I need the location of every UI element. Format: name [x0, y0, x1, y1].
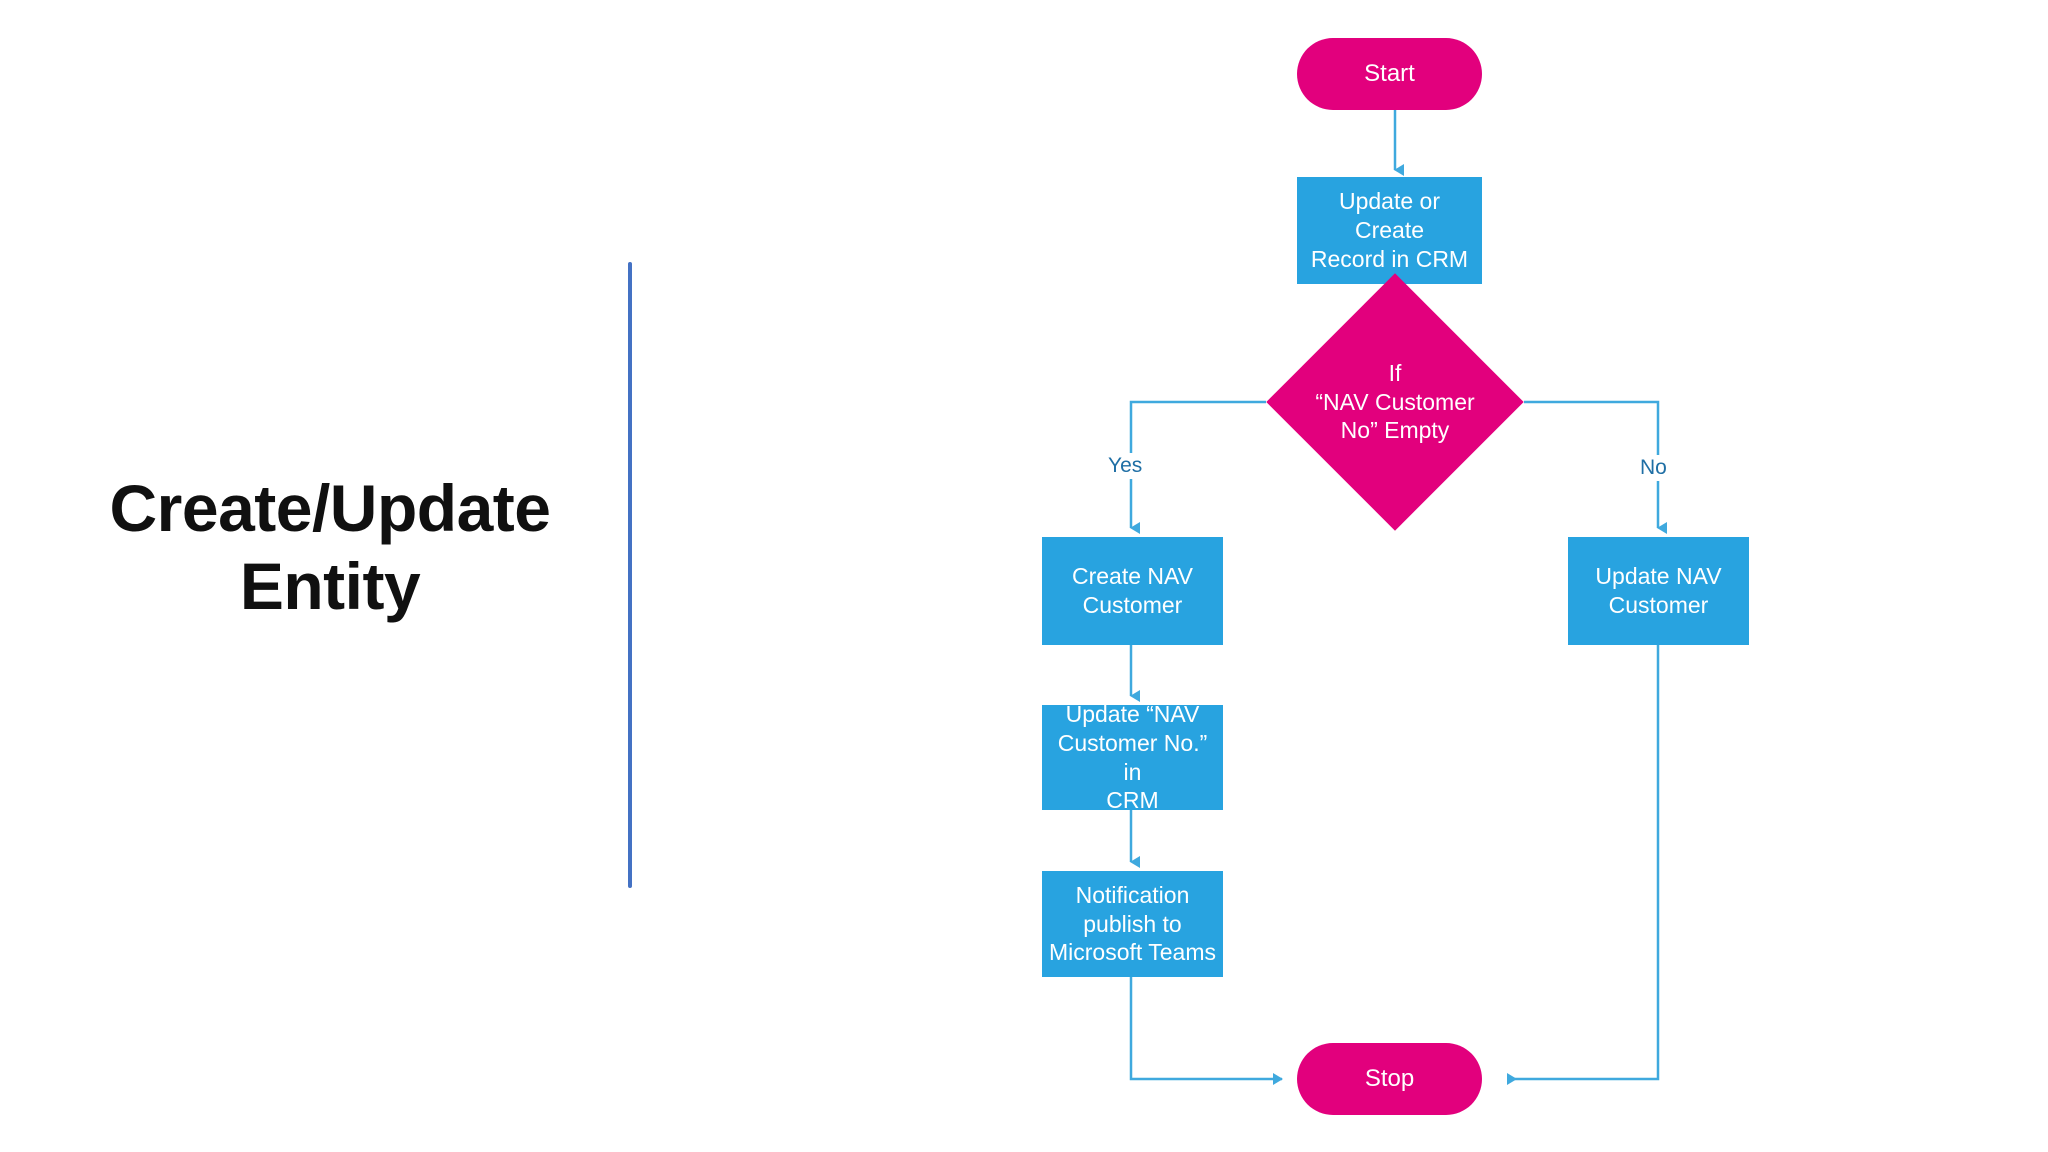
node-create-nav-customer-label: Create NAV Customer [1071, 563, 1193, 618]
node-stop[interactable]: Stop [1297, 1043, 1482, 1115]
page-title: Create/Update Entity [109, 471, 551, 623]
node-stop-label: Stop [1364, 1065, 1415, 1092]
node-decision-label: If “NAV Customer No” Empty [1315, 359, 1475, 444]
node-decision-nav-customer-no-empty[interactable]: If “NAV Customer No” Empty [1266, 273, 1524, 531]
edge-decision-yes-to-create-nav [1129, 400, 1266, 534]
edge-update-nav-to-stop [1507, 645, 1660, 1085]
node-update-or-create-record-in-crm-label: Update or Create Record in CRM [1310, 188, 1469, 272]
title-divider [628, 262, 632, 888]
edge-label-no: No [1635, 455, 1672, 481]
node-update-nav-customer-no-in-crm-label: Update “NAV Customer No.” in CRM [1057, 701, 1208, 814]
edge-label-yes: Yes [1103, 453, 1148, 479]
node-update-or-create-record-in-crm[interactable]: Update or Create Record in CRM [1297, 177, 1482, 284]
node-update-nav-customer[interactable]: Update NAV Customer [1568, 537, 1749, 645]
node-notification-publish-to-microsoft-teams[interactable]: Notification publish to Microsoft Teams [1042, 871, 1223, 977]
node-update-nav-customer-no-in-crm[interactable]: Update “NAV Customer No.” in CRM [1042, 701, 1223, 813]
title-block: Create/Update Entity [40, 470, 620, 626]
edge-decision-no-to-update-nav [1524, 400, 1667, 534]
node-start-label: Start [1364, 60, 1415, 87]
node-start[interactable]: Start [1297, 38, 1482, 110]
node-update-nav-customer-label: Update NAV Customer [1595, 563, 1722, 618]
node-notification-publish-to-microsoft-teams-label: Notification publish to Microsoft Teams [1048, 881, 1216, 966]
node-create-nav-customer[interactable]: Create NAV Customer [1042, 537, 1223, 645]
edge-notify-teams-to-stop [1129, 977, 1283, 1085]
